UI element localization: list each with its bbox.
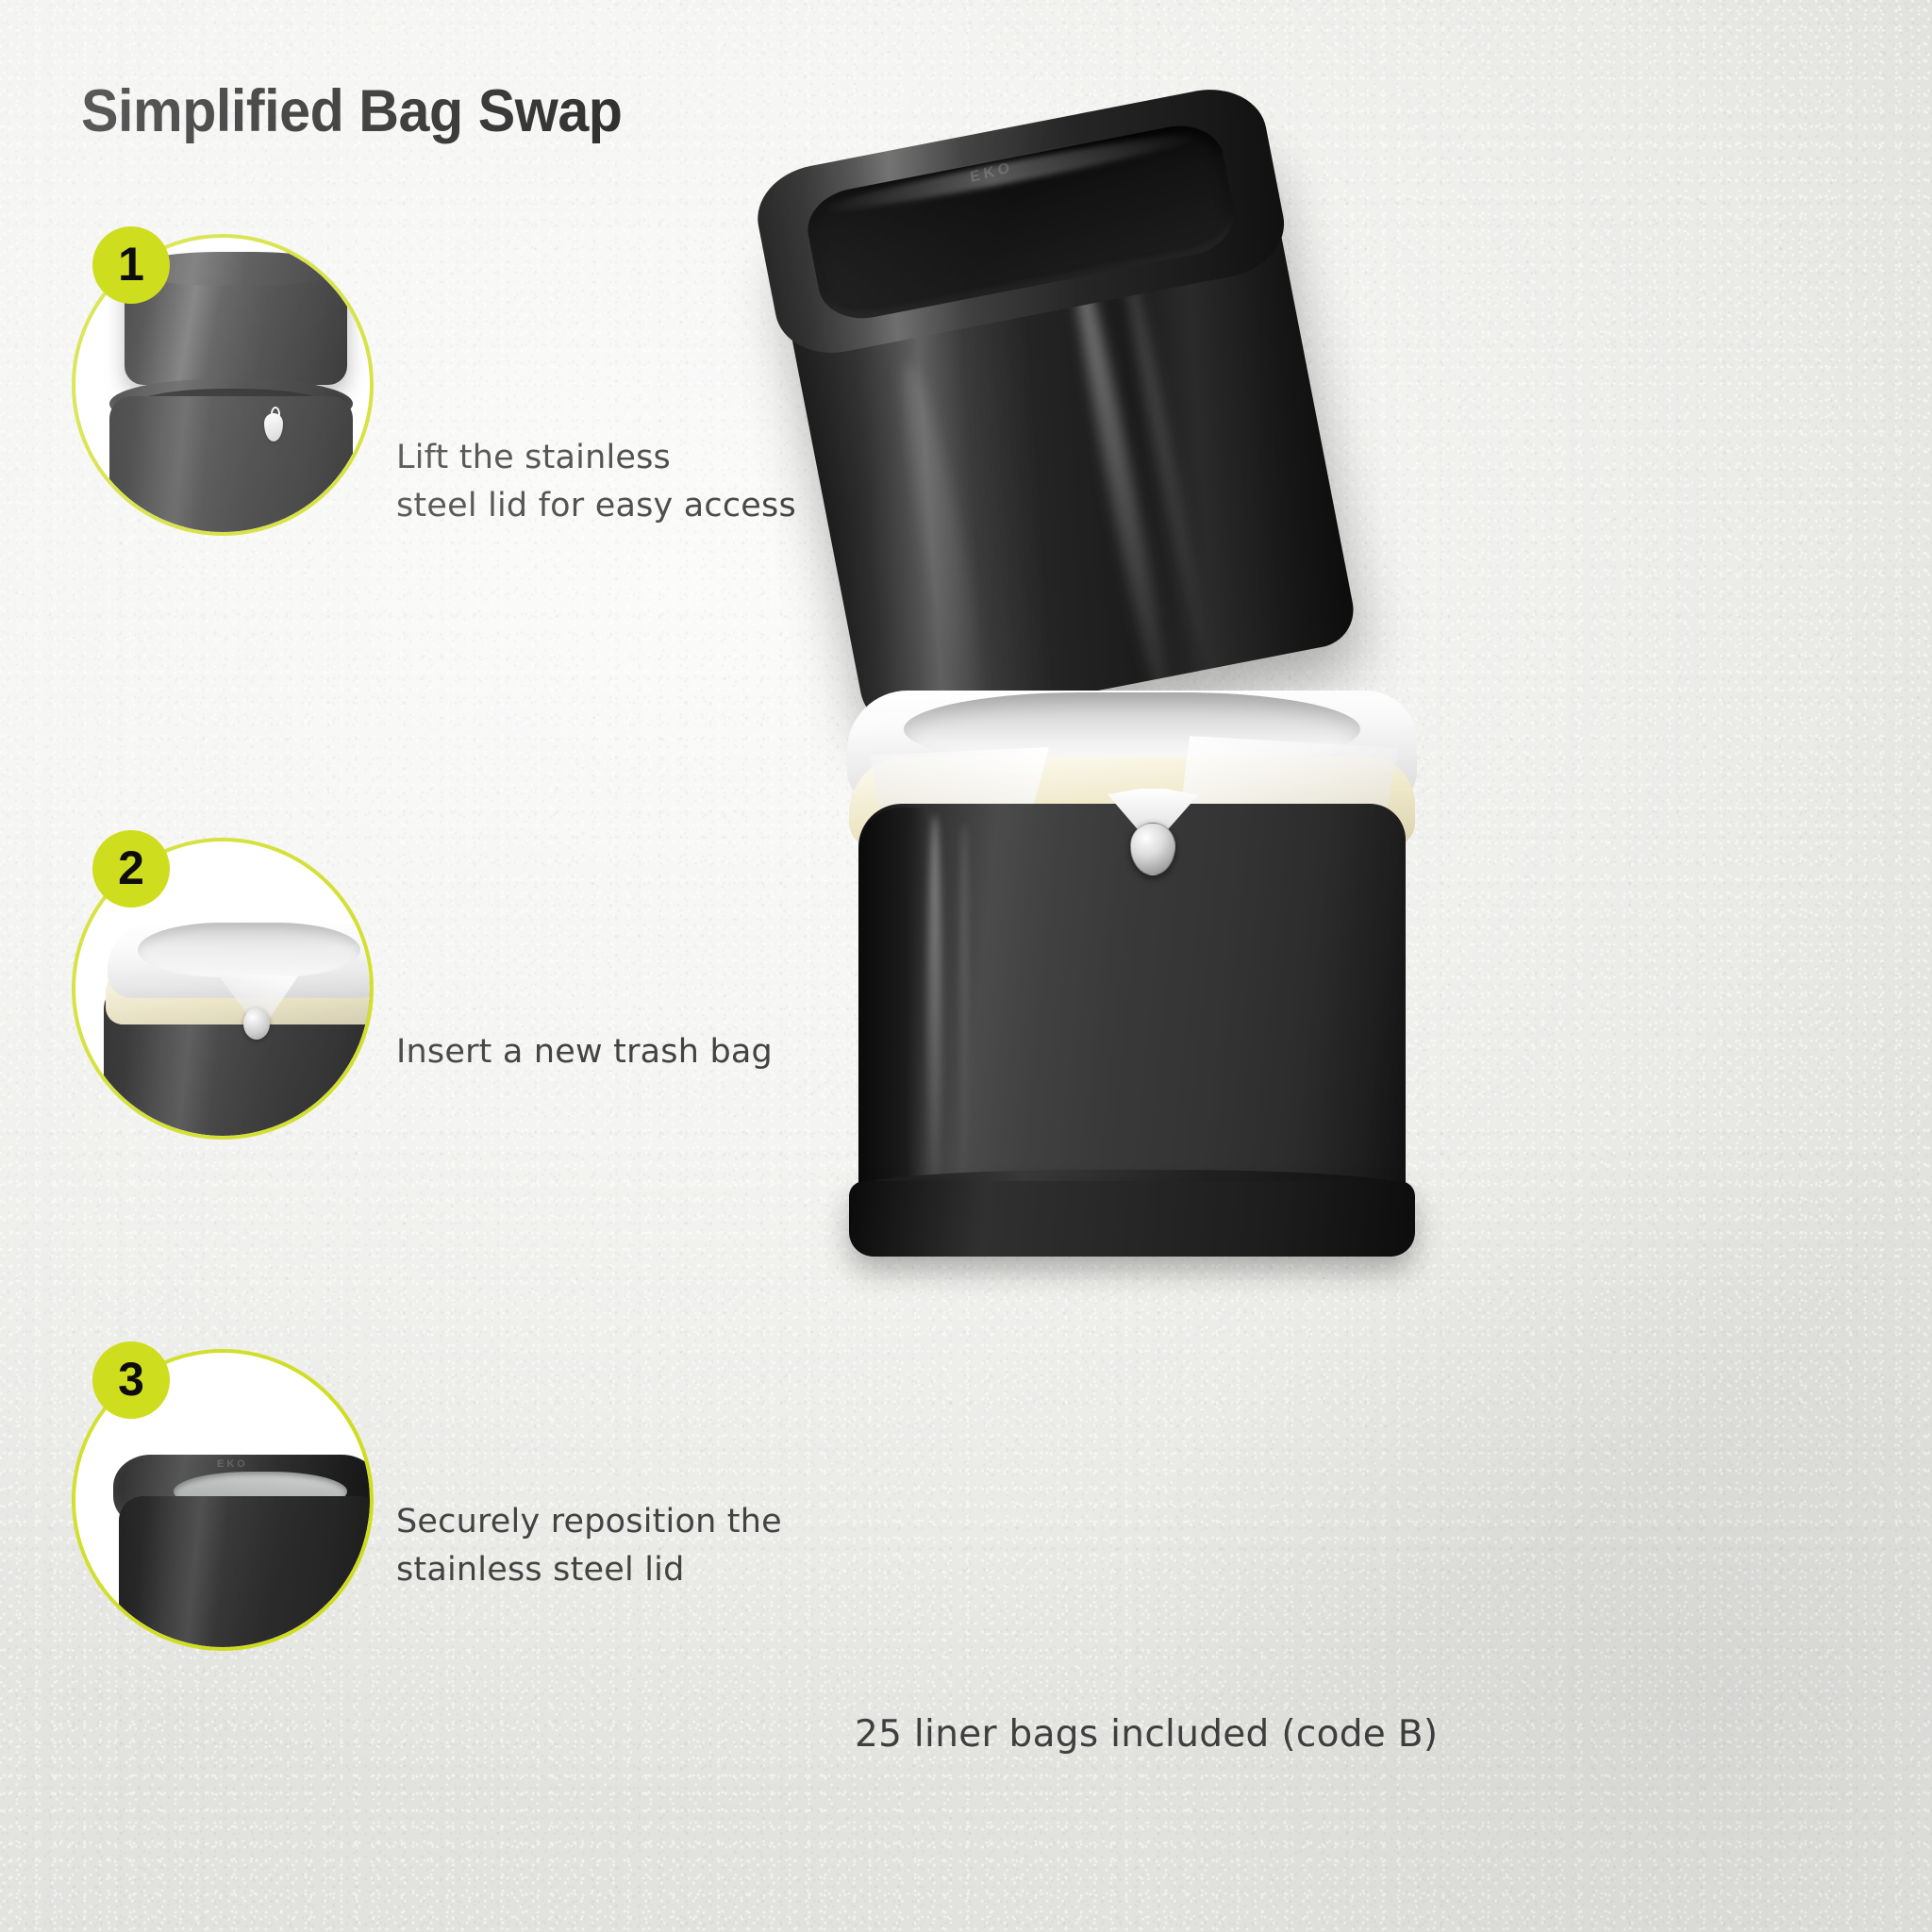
step-2-text-line-1: Insert a new trash bag xyxy=(396,1033,773,1071)
hero-bin-body xyxy=(858,804,1406,1200)
step-3-illustration-circle: EKO 3 xyxy=(72,1341,374,1651)
step-1-text-line-1: Lift the stainless xyxy=(396,439,671,476)
step-1-text: Lift the stainless steel lid for easy ac… xyxy=(396,434,802,530)
hero-bin-edge-highlight-2 xyxy=(960,823,968,1189)
step-2-text: Insert a new trash bag xyxy=(396,1028,821,1076)
bag-cinch-button-icon xyxy=(264,407,283,441)
step-1-illustration-circle: 1 xyxy=(72,226,374,536)
step-2-image-clip xyxy=(75,841,370,1136)
step-2-number-badge: 2 xyxy=(92,830,170,908)
thumb1-bin-body xyxy=(109,396,353,532)
hero-product-image: EKO xyxy=(749,79,1509,1358)
step-1-ring xyxy=(72,234,374,536)
thumb3-bin-body xyxy=(119,1496,370,1647)
step-3-text: Securely reposition the stainless steel … xyxy=(396,1498,821,1594)
step-3-ring: EKO xyxy=(72,1349,374,1651)
step-3-number-badge: 3 xyxy=(92,1341,170,1419)
step-3-image-clip: EKO xyxy=(75,1353,370,1647)
bag-cinch-button-icon xyxy=(243,1008,270,1040)
brand-emboss-label: EKO xyxy=(217,1458,248,1470)
step-2-illustration-circle: 2 xyxy=(72,830,374,1140)
hero-stainless-steel-lid: EKO xyxy=(721,66,1382,765)
hero-bin-base xyxy=(841,691,1426,1266)
step-2-ring xyxy=(72,838,374,1140)
hero-bin-edge-highlight xyxy=(928,815,941,1192)
page-title: Simplified Bag Swap xyxy=(81,78,623,144)
step-3-text-line-2: stainless steel lid xyxy=(396,1551,685,1590)
bag-cinch-button-icon xyxy=(1130,823,1175,875)
lid-highlight-streak-3 xyxy=(889,358,999,737)
liner-bags-caption: 25 liner bags included (code B) xyxy=(855,1713,1439,1756)
hero-bin-plinth xyxy=(849,1181,1415,1257)
thumb2-liner-opening xyxy=(138,923,360,977)
lid-highlight-streak-2 xyxy=(1119,260,1220,699)
hero-bin-left-shade xyxy=(858,808,926,1200)
step-1-text-line-2: steel lid for easy access xyxy=(396,487,796,525)
step-1-number-badge: 1 xyxy=(92,226,170,304)
step-3-text-line-1: Securely reposition the xyxy=(396,1503,782,1541)
